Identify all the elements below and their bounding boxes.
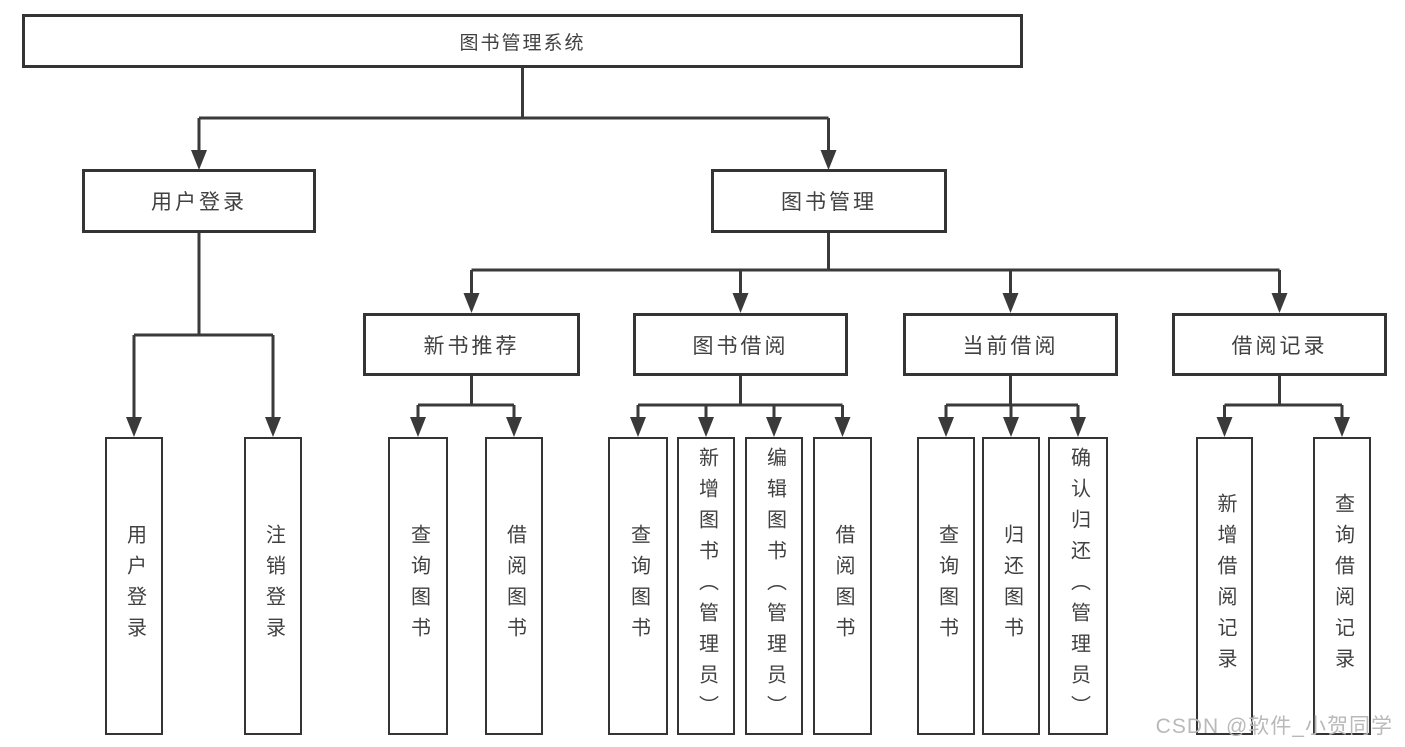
connector-borrow-records	[1223, 376, 1344, 420]
arrow-down-icon	[1070, 417, 1086, 437]
arrowheads	[126, 150, 1350, 437]
arrow-down-icon	[191, 150, 207, 170]
leaf-query-books-borrow: 查询图书	[608, 437, 668, 735]
connector-book-borrow	[636, 376, 844, 420]
node-label: 确认归还（管理员）	[1067, 446, 1090, 726]
node-label: 查询图书	[935, 524, 958, 648]
connector-current-borrow	[944, 376, 1080, 420]
arrow-down-icon	[938, 417, 954, 437]
connector-new-book	[416, 376, 516, 420]
node-label: 用户登录	[123, 524, 146, 648]
arrow-down-icon	[506, 417, 522, 437]
leaf-query-books-recommend: 查询图书	[388, 437, 448, 735]
node-label: 新增借阅记录	[1214, 493, 1236, 679]
arrow-down-icon	[410, 417, 426, 437]
node-label: 归还图书	[1000, 524, 1023, 648]
leaf-add-book-admin: 新增图书（管理员）	[677, 437, 735, 735]
arrow-down-icon	[820, 150, 837, 170]
arrow-down-icon	[834, 417, 851, 437]
arrow-down-icon	[732, 293, 749, 313]
node-label: 借阅图书	[832, 524, 854, 648]
node-label: 编辑图书（管理员）	[763, 446, 786, 726]
connector-root	[197, 68, 830, 152]
node-current-borrow: 当前借阅	[903, 313, 1118, 376]
node-book-management: 图书管理	[711, 169, 947, 233]
leaf-borrow-books: 借阅图书	[813, 437, 872, 735]
node-root: 图书管理系统	[22, 14, 1023, 68]
node-borrow-records: 借阅记录	[1172, 313, 1387, 376]
node-label: 图书借阅	[692, 334, 789, 358]
node-label: 用户登录	[151, 191, 247, 214]
watermark: CSDN @软件_小贺同学	[1155, 715, 1393, 738]
node-label: 图书管理系统	[459, 32, 586, 54]
node-user-login: 用户登录	[82, 169, 316, 233]
leaf-edit-book-admin: 编辑图书（管理员）	[745, 437, 803, 735]
leaf-confirm-return-admin: 确认归还（管理员）	[1048, 437, 1108, 735]
connector-book-management	[470, 233, 1281, 296]
arrow-down-icon	[265, 417, 281, 437]
arrow-down-icon	[1216, 417, 1233, 437]
leaf-return-book: 归还图书	[982, 437, 1040, 735]
node-label: 查询图书	[627, 524, 650, 648]
node-label: 当前借阅	[962, 334, 1059, 358]
arrow-down-icon	[630, 417, 646, 437]
node-label: 注销登录	[262, 524, 285, 648]
node-label: 查询借阅记录	[1331, 493, 1354, 679]
node-label: 新书推荐	[423, 334, 520, 358]
node-new-book-recommend: 新书推荐	[363, 313, 580, 376]
node-label: 借阅记录	[1231, 334, 1328, 358]
leaf-query-borrow-record: 查询借阅记录	[1313, 437, 1371, 735]
arrow-down-icon	[1002, 293, 1019, 313]
node-label: 图书管理	[781, 191, 877, 214]
leaf-user-login: 用户登录	[105, 437, 163, 735]
arrow-down-icon	[698, 417, 714, 437]
leaf-logout: 注销登录	[244, 437, 302, 735]
arrow-down-icon	[1003, 417, 1019, 437]
node-label: 新增图书（管理员）	[695, 446, 718, 726]
leaf-add-borrow-record: 新增借阅记录	[1196, 437, 1253, 735]
node-book-borrow: 图书借阅	[633, 313, 848, 376]
arrow-down-icon	[463, 293, 480, 313]
node-label: 查询图书	[407, 524, 430, 648]
arrow-down-icon	[766, 417, 782, 437]
arrow-down-icon	[1334, 417, 1350, 437]
arrow-down-icon	[1271, 293, 1288, 313]
node-label: 借阅图书	[503, 524, 526, 648]
leaf-query-books-current: 查询图书	[917, 437, 975, 735]
connector-user-login	[132, 233, 275, 420]
arrow-down-icon	[126, 417, 142, 437]
leaf-borrow-books-recommend: 借阅图书	[485, 437, 543, 735]
